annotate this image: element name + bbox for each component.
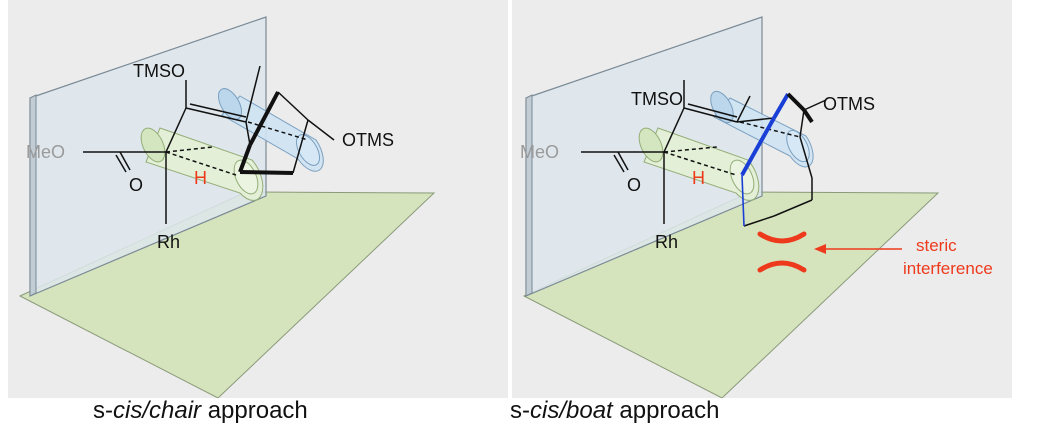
boat-bonds-bold [786,92,814,124]
caption-suffix: approach [201,397,308,424]
steric-annotation: steric interference [903,236,993,278]
molecule-skeleton [581,80,827,227]
boat-scene: TMSO OTMS MeO O H Rh [520,16,940,398]
label-tmso: TMSO [133,61,185,81]
label-otms: OTMS [823,94,875,114]
label-otms: OTMS [342,130,394,150]
label-hydrogen: H [692,168,705,188]
label-rh: Rh [655,232,678,252]
label-carbonyl-o: O [627,175,641,195]
blue-cylinder [710,90,814,168]
boat-bonds-blue [740,92,790,227]
caption-suffix: approach [612,397,720,424]
steric-clash-icon [757,231,807,273]
vertical-plane-edge [29,94,37,297]
green-cylinder [140,127,264,201]
vertical-plane-edge [525,94,533,297]
caption-chair: s-cis/chair approach [93,397,308,425]
label-tmso: TMSO [631,89,683,109]
label-rh: Rh [157,232,180,252]
annotation-line1: steric [916,236,957,255]
green-cylinder [638,127,760,201]
caption-prefix: s- [93,397,113,424]
caption-italic: cis/boat [530,397,613,424]
panel-chair-approach: TMSO OTMS MeO O H Rh s-cis/chair approac… [8,0,508,424]
caption-italic: cis/chair [113,397,202,424]
steric-arrow [814,244,902,254]
label-meo: MeO [26,142,65,162]
caption-prefix: s- [510,397,530,424]
label-meo: MeO [520,142,559,162]
caption-boat: s-cis/boat approach [510,397,719,425]
label-hydrogen: H [194,168,207,188]
label-carbonyl-o: O [129,175,143,195]
panel-boat-approach: TMSO OTMS MeO O H Rh s-cis/boat approach [510,0,1012,424]
annotation-line2: interference [903,259,993,278]
molecule-skeleton [83,65,335,224]
chair-scene: TMSO OTMS MeO O H Rh [18,16,436,398]
chair-bonds-bold [238,91,294,175]
